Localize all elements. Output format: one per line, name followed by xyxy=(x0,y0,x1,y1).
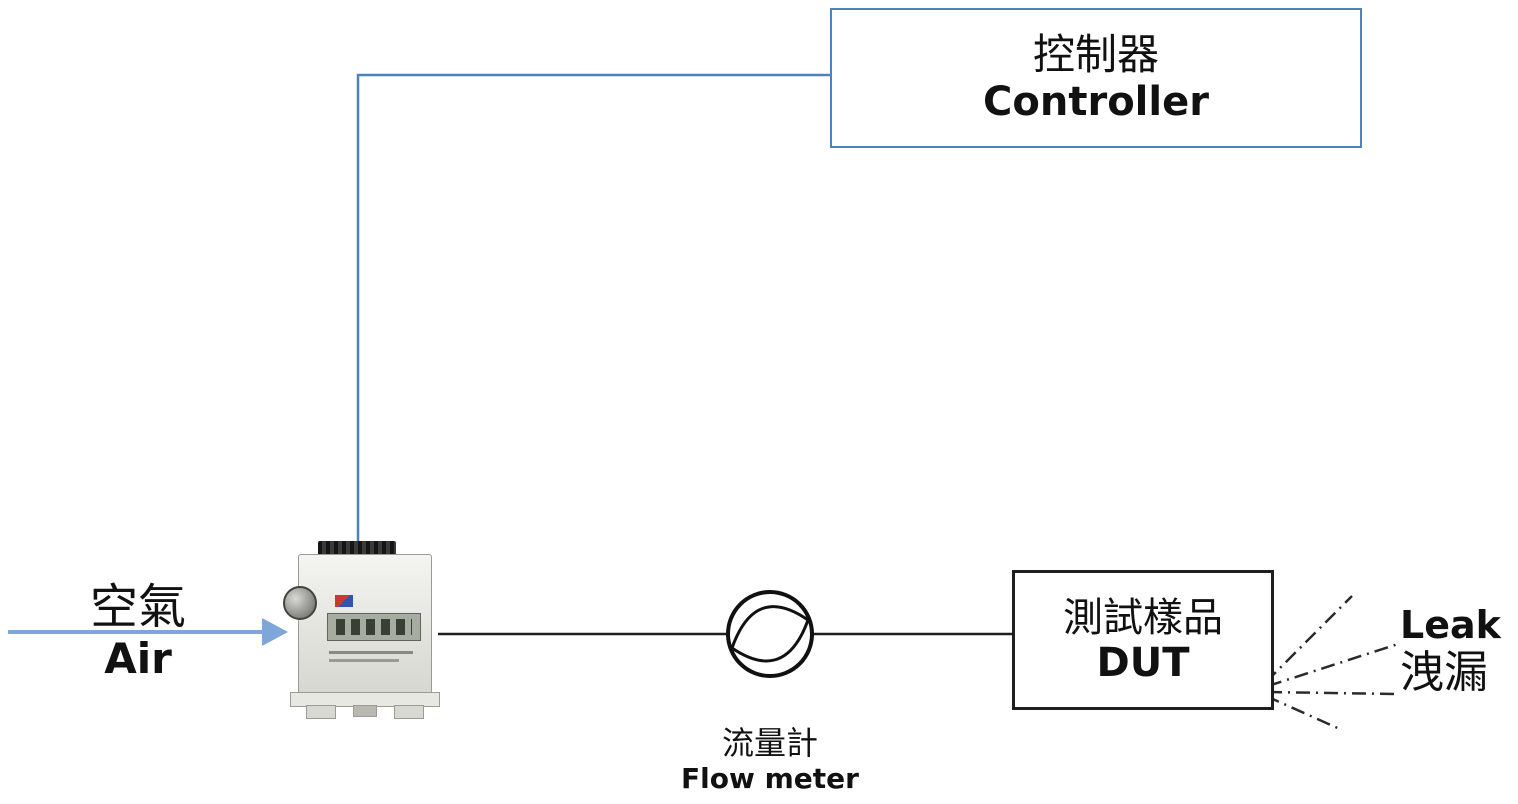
air-label-zh: 空氣 xyxy=(89,579,186,635)
device-connector-knob xyxy=(283,586,317,620)
device-label-line-2 xyxy=(329,659,399,662)
device-foot-left xyxy=(306,705,336,719)
leak-label-en: Leak xyxy=(1400,603,1501,647)
dut-label-en: DUT xyxy=(1096,640,1190,686)
device-display xyxy=(327,613,421,641)
device-top-cap xyxy=(318,541,396,555)
controller-signal-line xyxy=(356,73,830,549)
flow-meter-label-zh: 流量計 xyxy=(721,724,818,762)
flow-meter-icon xyxy=(726,590,814,678)
flow-meter-arc-bottom xyxy=(731,619,810,663)
air-label: 空氣 Air xyxy=(50,579,226,684)
dut-box: 測試樣品 DUT xyxy=(1012,570,1274,710)
mass-flow-controller-device xyxy=(283,541,440,719)
dut-label-zh: 測試樣品 xyxy=(1063,595,1223,641)
flow-meter-circle xyxy=(726,590,814,678)
device-base-slot xyxy=(353,705,377,717)
leak-label-zh: 洩漏 xyxy=(1400,646,1488,698)
leak-ray-2 xyxy=(1267,642,1399,688)
air-label-en: Air xyxy=(104,634,172,684)
leak-label: Leak 洩漏 xyxy=(1400,603,1501,698)
device-foot-right xyxy=(394,705,424,719)
flow-meter-label-en: Flow meter xyxy=(681,762,859,796)
leak-ray-4 xyxy=(1265,694,1343,732)
controller-box: 控制器 Controller xyxy=(830,8,1362,148)
device-body xyxy=(283,554,432,694)
controller-label-zh: 控制器 xyxy=(1032,29,1159,79)
leak-ray-1 xyxy=(1265,595,1353,683)
controller-label-en: Controller xyxy=(983,79,1209,126)
leak-ray-3 xyxy=(1267,690,1395,696)
device-brand-logo xyxy=(335,595,353,607)
flow-meter-label: 流量計 Flow meter xyxy=(670,724,870,796)
flow-meter-arc-top xyxy=(730,605,809,649)
device-display-digits xyxy=(336,619,412,635)
device-label-line-1 xyxy=(329,651,413,654)
air-arrow-head xyxy=(262,618,288,646)
leak-rays-icon xyxy=(1265,595,1399,732)
